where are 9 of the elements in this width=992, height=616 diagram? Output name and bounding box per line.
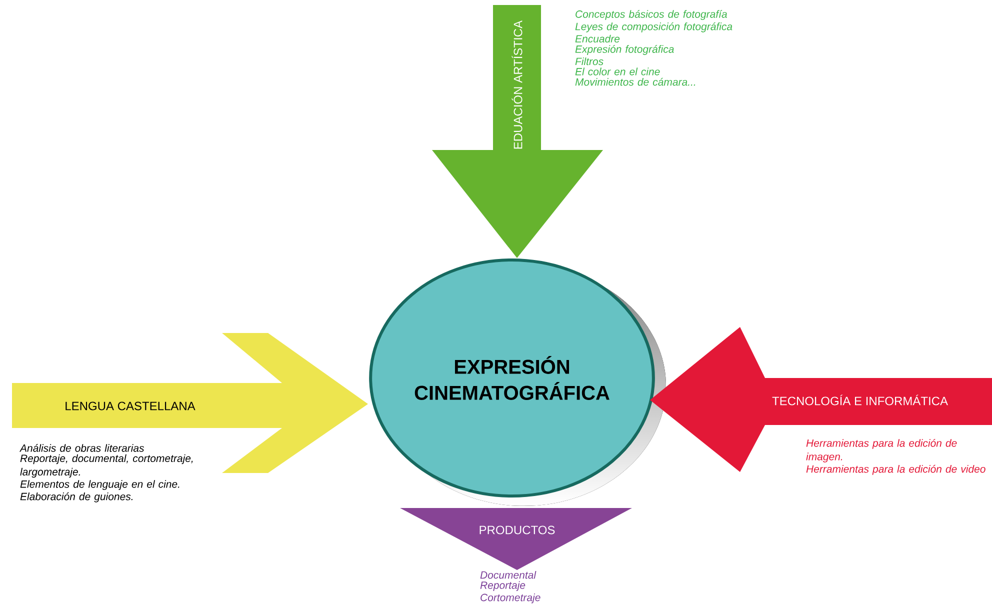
topic-list-item: Elementos de lenguaje en el cine. [20,480,180,490]
product-list-item: Cortometraje [480,594,540,604]
topic-list-item: Filtros [575,57,604,66]
product-list-item: Documental [480,571,536,579]
product-list-item: Reportaje [480,581,526,591]
topic-list-item: Elaboración de guiones. [20,492,133,502]
topic-list-item: Análisis de obras literarias [19,444,144,452]
topic-list-item: Herramientas para la edición de imagen. [806,439,957,462]
topic-list-item: Herramientas para la edición de video [806,464,986,475]
